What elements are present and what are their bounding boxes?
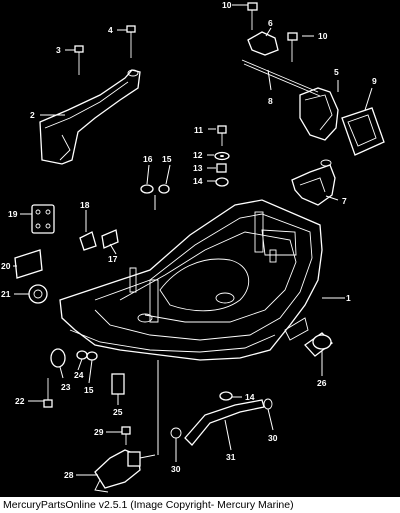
seal-part-18[interactable] [79,231,97,251]
callout-30a: 30 [171,464,181,474]
callout-19: 19 [8,209,18,219]
callout-16: 16 [143,154,153,164]
callout-23: 23 [61,382,71,392]
grommet-part-13[interactable] [216,163,227,173]
grommet-part-15a[interactable] [158,184,170,194]
callout-26: 26 [317,378,327,388]
callout-30b: 30 [268,433,278,443]
callout-8: 8 [268,96,273,106]
hose-part-31[interactable] [184,399,265,446]
grommet-part-16[interactable] [140,184,154,194]
callout-15b: 15 [84,385,94,395]
grommet-part-14a[interactable] [215,177,229,187]
plug-part-23[interactable] [50,348,66,368]
screw-part-29[interactable] [121,426,131,445]
callout-6: 6 [268,18,273,28]
latch-hook-part-7[interactable] [291,159,336,206]
callout-12: 12 [193,150,203,160]
callout-17: 17 [108,254,118,264]
bracket-part-2[interactable] [39,69,141,165]
callout-10b: 10 [318,31,328,41]
screw-part-4[interactable] [126,25,136,58]
bottom-cowl-part-1[interactable] [59,199,323,361]
callout-2: 2 [30,110,35,120]
callout-10a: 10 [222,0,232,10]
grommet-part-26[interactable] [304,332,333,357]
screw-part-11[interactable] [217,125,227,146]
callout-15a: 15 [162,154,172,164]
callout-29: 29 [94,427,104,437]
callout-1: 1 [346,293,351,303]
fitting-part-28[interactable] [94,449,156,493]
callout-5: 5 [334,67,339,77]
callout-22: 22 [15,396,25,406]
pad-part-25[interactable] [111,373,125,395]
callout-4: 4 [108,25,113,35]
callout-11: 11 [194,125,203,135]
parts-diagram: 1 2 3 4 5 6 7 8 9 10 10 11 12 13 14 15 1… [1,0,385,493]
screw-part-22[interactable] [43,378,53,408]
leader-lines [13,4,373,476]
callout-24: 24 [74,370,84,380]
callout-3: 3 [56,45,61,55]
callout-7: 7 [342,196,347,206]
clip-part-6[interactable] [247,31,279,56]
rod-part-8[interactable] [241,59,321,97]
callout-14b: 14 [245,392,255,402]
callout-28: 28 [64,470,74,480]
screw-part-10b[interactable] [287,32,298,62]
latch-part-5[interactable] [299,87,339,141]
callout-13: 13 [193,163,203,173]
callout-14a: 14 [193,176,203,186]
callout-21: 21 [1,289,11,299]
grommet-part-21[interactable] [28,284,48,304]
callout-18: 18 [80,200,90,210]
callout-9: 9 [372,76,377,86]
screw-part-3[interactable] [74,45,84,75]
clip-part-24[interactable] [76,350,88,360]
callout-25: 25 [113,407,123,417]
image-caption: MercuryPartsOnline v2.5.1 (Image Copyrig… [0,497,400,513]
callout-20: 20 [1,261,11,271]
grommet-part-14b[interactable] [219,391,233,401]
grommet-part-15b[interactable] [86,351,98,361]
washer-part-12[interactable] [214,151,230,161]
clamp-part-30b[interactable] [263,398,273,410]
callout-31: 31 [226,452,236,462]
pad-part-20[interactable] [14,249,43,279]
plate-part-19[interactable] [31,204,55,234]
callout-labels: 1 2 3 4 5 6 7 8 9 10 10 11 12 13 14 15 1… [1,0,377,480]
clamp-part-30a[interactable] [170,427,182,439]
seal-part-9[interactable] [341,107,385,156]
seal-part-17[interactable] [101,229,119,249]
screw-part-10a[interactable] [247,2,258,30]
